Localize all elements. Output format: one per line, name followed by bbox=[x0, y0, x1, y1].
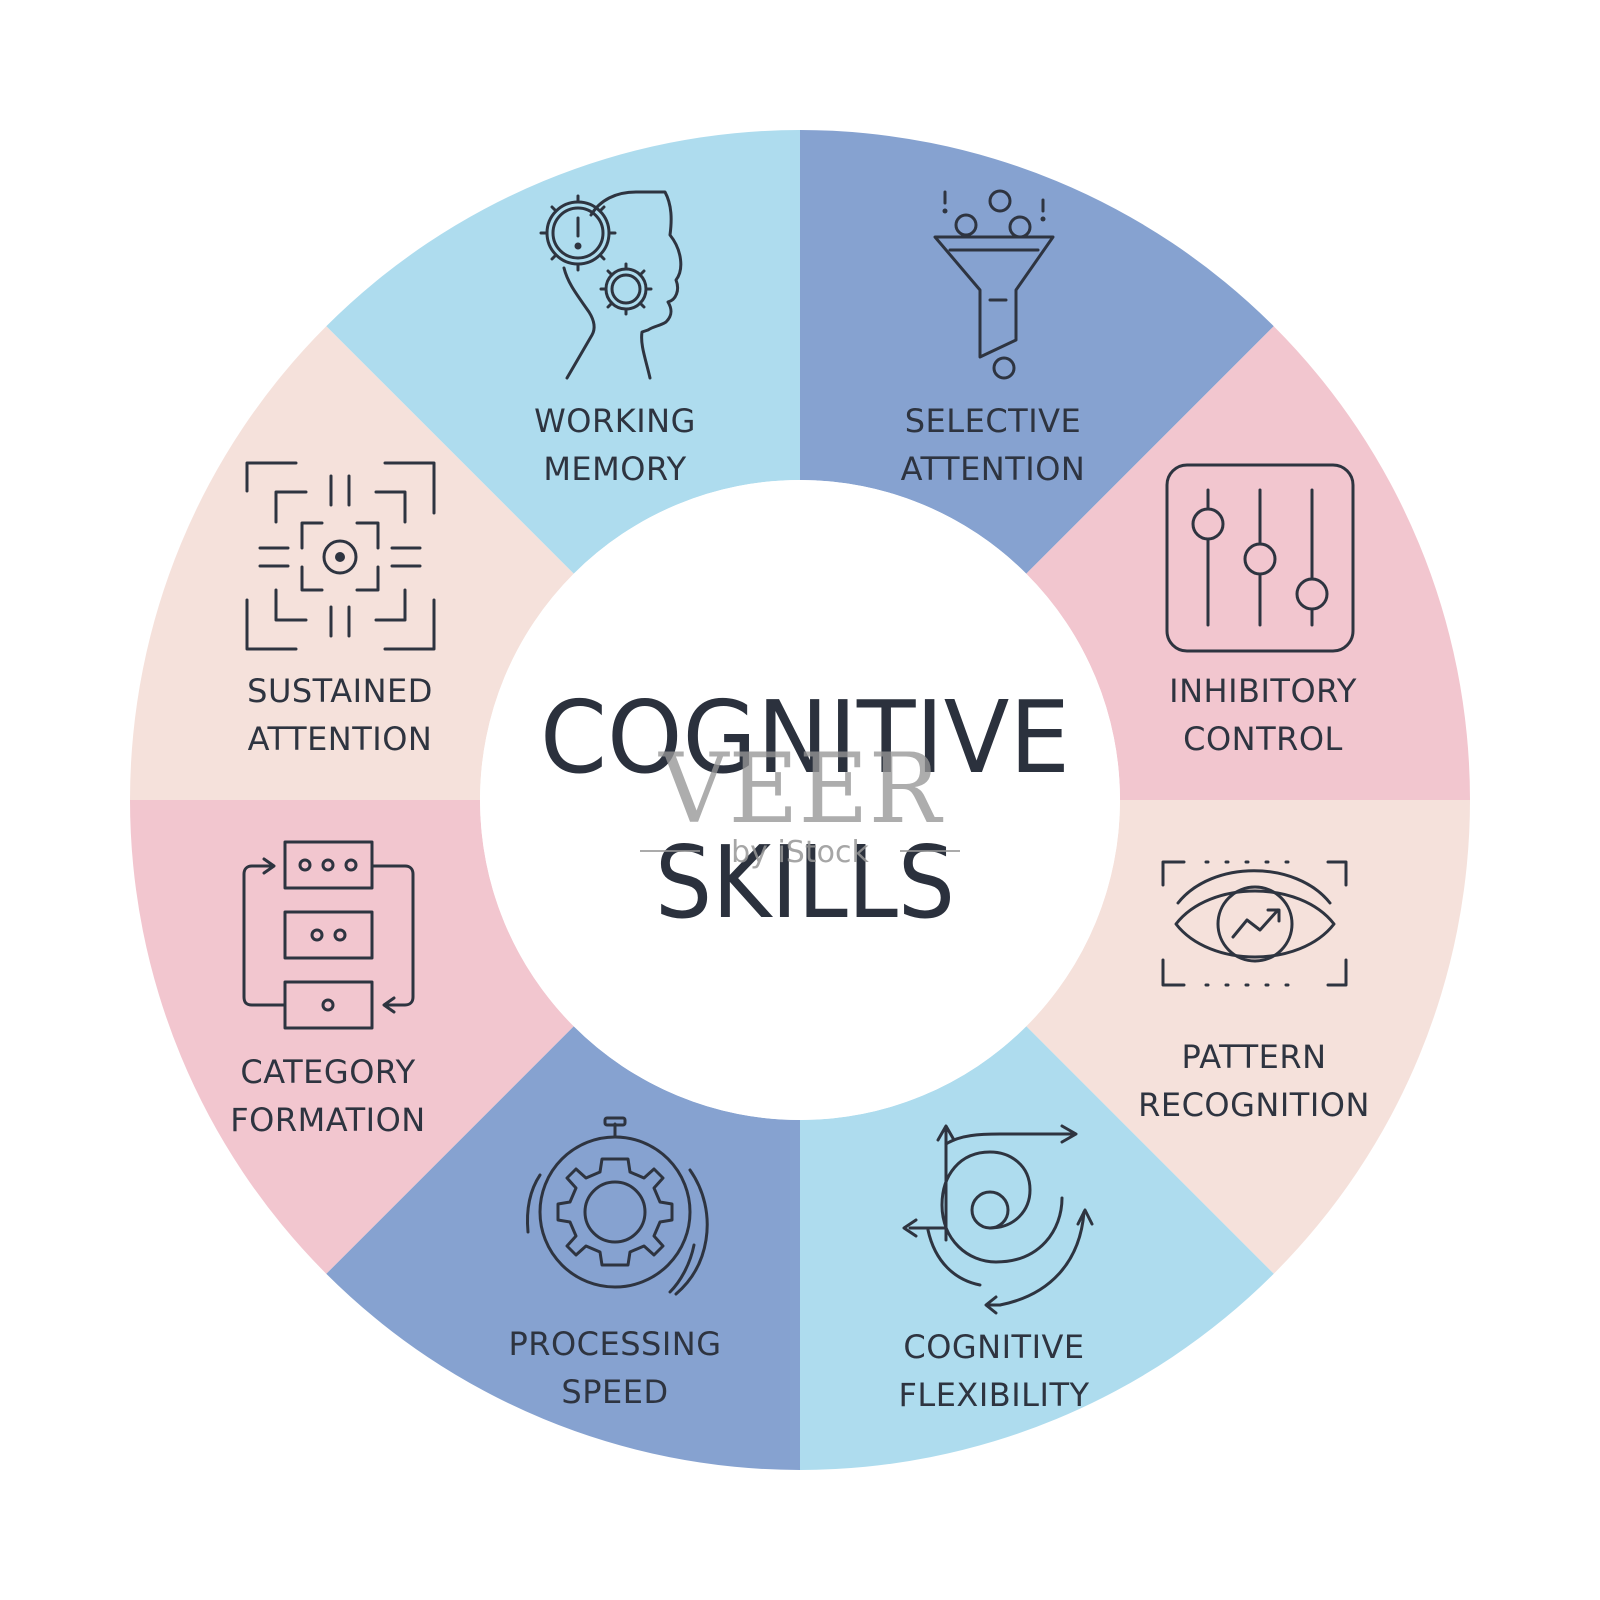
label-selective-attention-1: SELECTIVE bbox=[905, 402, 1082, 440]
label-cognitive-flexibility-2: FLEXIBILITY bbox=[898, 1376, 1089, 1414]
label-pattern-recognition-1: PATTERN bbox=[1181, 1038, 1326, 1076]
label-pattern-recognition-2: RECOGNITION bbox=[1138, 1086, 1370, 1124]
stacked-boxes-icon bbox=[242, 840, 415, 1030]
watermark-sub: by iStock bbox=[731, 835, 869, 870]
segment-selective-attention bbox=[800, 130, 1274, 574]
center-title-line2: SKILLS bbox=[655, 824, 955, 941]
segment-inhibitory-control bbox=[1026, 326, 1470, 800]
label-selective-attention-2: ATTENTION bbox=[901, 450, 1086, 488]
segment-processing-speed bbox=[326, 1026, 800, 1470]
label-sustained-attention-1: SUSTAINED bbox=[247, 672, 433, 710]
label-cognitive-flexibility-1: COGNITIVE bbox=[903, 1328, 1084, 1366]
segment-working-memory bbox=[326, 130, 800, 574]
label-category-formation-2: FORMATION bbox=[230, 1101, 425, 1139]
spiral-arrows-icon bbox=[902, 1124, 1094, 1315]
label-inhibitory-control-1: INHIBITORY bbox=[1169, 672, 1357, 710]
label-category-formation-1: CATEGORY bbox=[240, 1053, 415, 1091]
segment-category-formation bbox=[130, 800, 574, 1274]
label-working-memory-2: MEMORY bbox=[543, 450, 686, 488]
label-processing-speed-1: PROCESSING bbox=[508, 1325, 721, 1363]
head-gears-icon bbox=[539, 190, 683, 380]
label-working-memory-1: WORKING bbox=[534, 402, 696, 440]
label-inhibitory-control-2: CONTROL bbox=[1183, 720, 1343, 758]
center-title-line1: COGNITIVE bbox=[540, 679, 1070, 796]
segment-sustained-attention bbox=[130, 326, 574, 800]
eye-icon bbox=[1161, 860, 1348, 987]
label-sustained-attention-2: ATTENTION bbox=[248, 720, 433, 758]
center-circle bbox=[480, 480, 1120, 1120]
focus-target-icon bbox=[245, 461, 436, 651]
sliders-icon bbox=[1165, 463, 1355, 653]
watermark-main: VEER bbox=[658, 733, 943, 845]
funnel-icon bbox=[933, 189, 1055, 380]
watermark: VEER by iStock bbox=[640, 733, 960, 870]
stopwatch-gear-icon bbox=[526, 1116, 709, 1296]
label-processing-speed-2: SPEED bbox=[561, 1373, 668, 1411]
segment-pattern-recognition bbox=[1026, 800, 1470, 1274]
